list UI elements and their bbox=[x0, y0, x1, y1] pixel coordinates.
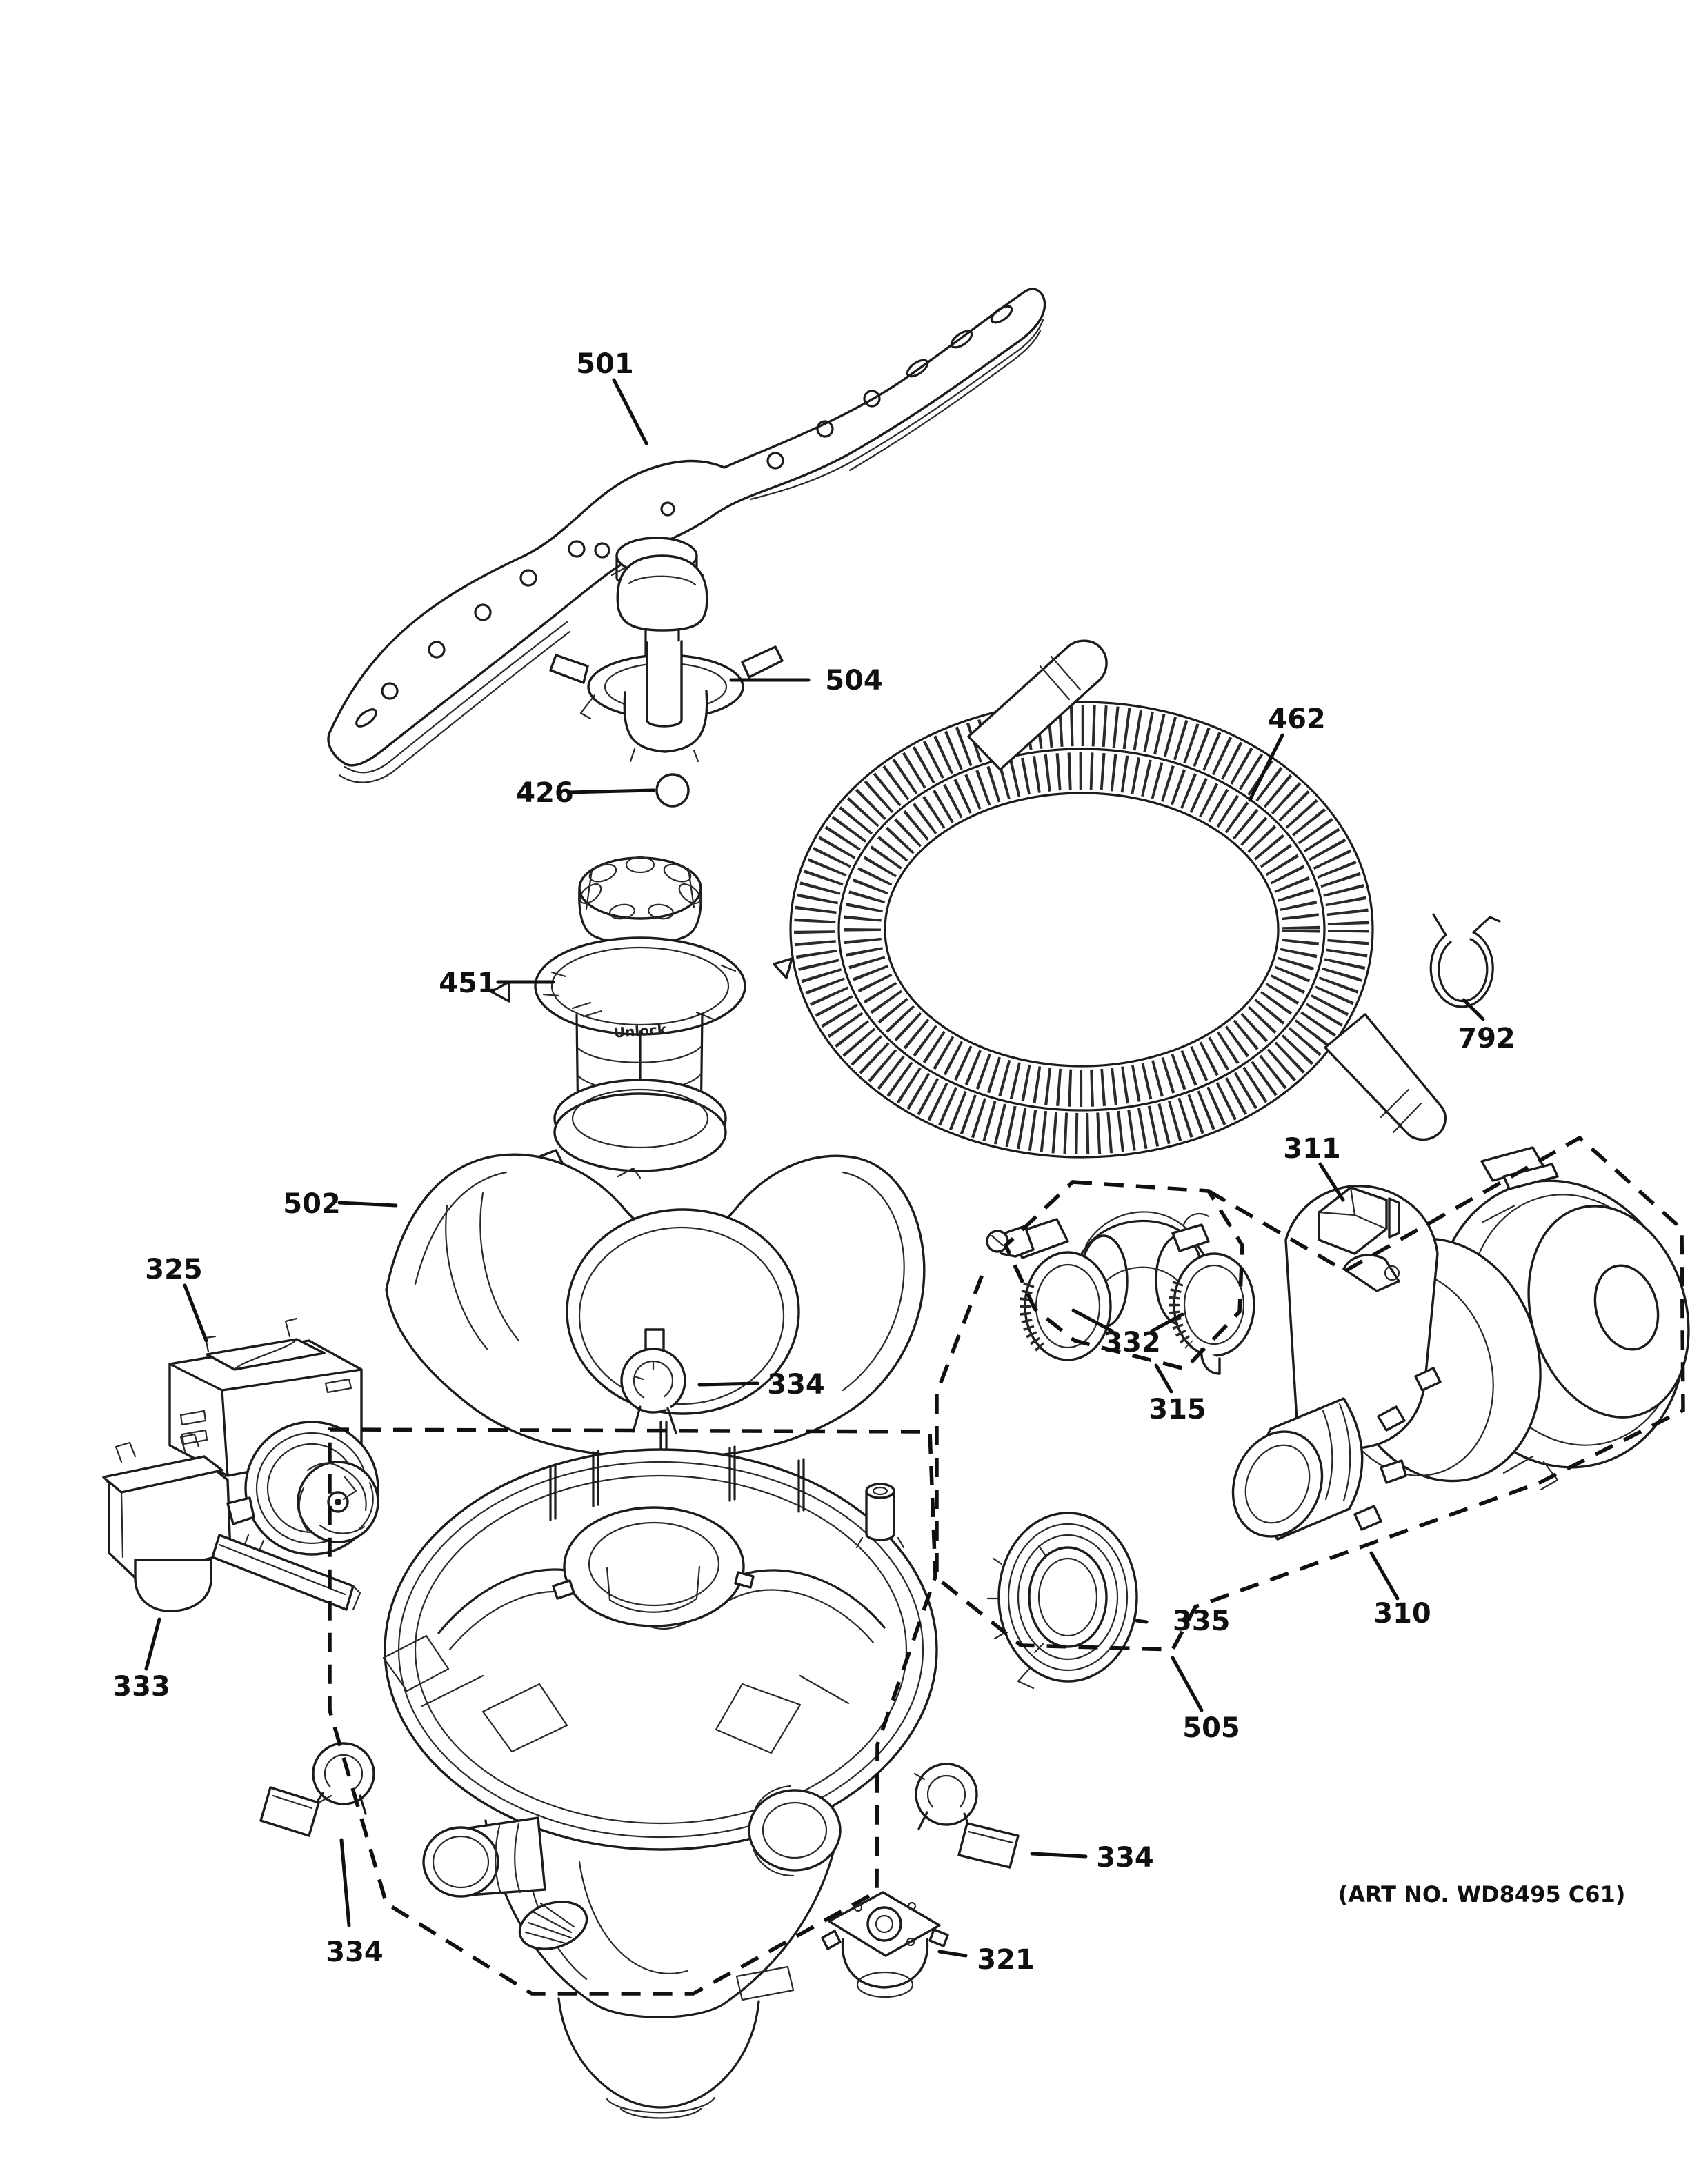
sump-cover bbox=[385, 1153, 926, 1459]
elbow-group-box bbox=[1003, 1180, 1244, 1372]
motor-group-box bbox=[935, 1135, 1685, 1652]
callout-335-label: 335 bbox=[1173, 1605, 1231, 1637]
callout-334-center-label: 334 bbox=[767, 1369, 825, 1401]
sump-group-box bbox=[328, 1427, 937, 1996]
drain-pump bbox=[168, 1317, 379, 1559]
valve-component bbox=[102, 1433, 361, 1612]
callout-310-label: 310 bbox=[1373, 1598, 1431, 1630]
art-number: (ART NO. WD8495 C61) bbox=[1338, 1881, 1626, 1907]
callout-334-right-label: 334 bbox=[1096, 1842, 1154, 1874]
callout-501-label: 501 bbox=[576, 348, 634, 380]
callout-333-label: 333 bbox=[112, 1671, 170, 1703]
callout-792-label: 792 bbox=[1458, 1023, 1515, 1054]
mounting-clip-center bbox=[620, 1328, 686, 1434]
pump-seal bbox=[986, 1512, 1138, 1690]
callout-451-label: 451 bbox=[439, 968, 497, 999]
callout-325-label: 325 bbox=[145, 1254, 203, 1285]
elbow-with-clamps bbox=[986, 1211, 1255, 1375]
callout-502-label: 502 bbox=[283, 1188, 341, 1220]
callout-462-label: 462 bbox=[1268, 703, 1326, 735]
mounting-clip-right bbox=[913, 1763, 1020, 1869]
drain-hose bbox=[789, 639, 1447, 1159]
mount-chock bbox=[1318, 1186, 1400, 1255]
callout-315-label: 315 bbox=[1149, 1394, 1206, 1425]
callout-505-label: 505 bbox=[1182, 1712, 1240, 1744]
callout-332-label: 332 bbox=[1103, 1327, 1161, 1359]
group-boundaries bbox=[328, 1135, 1685, 1996]
callout-504-label: 504 bbox=[825, 665, 883, 697]
pump-motor-assembly bbox=[1231, 1146, 1690, 1541]
callout-311-label: 311 bbox=[1283, 1133, 1341, 1165]
callout-321-label: 321 bbox=[977, 1944, 1035, 1976]
hose-clamp bbox=[1429, 913, 1501, 1008]
filter-assembly: Unlock bbox=[490, 856, 793, 1172]
callout-labels: 501 504 426 451 502 462 792 311 332 315 … bbox=[112, 348, 1515, 1976]
sensor-component bbox=[821, 1891, 949, 1998]
leader-lines bbox=[144, 378, 1485, 1958]
sump-bowl bbox=[382, 1445, 938, 2119]
spray-arm-support bbox=[549, 554, 784, 763]
check-ball bbox=[655, 773, 690, 808]
callout-334-left-label: 334 bbox=[326, 1936, 384, 1968]
callout-426-label: 426 bbox=[516, 777, 574, 809]
mounting-clip-left bbox=[259, 1742, 375, 1837]
